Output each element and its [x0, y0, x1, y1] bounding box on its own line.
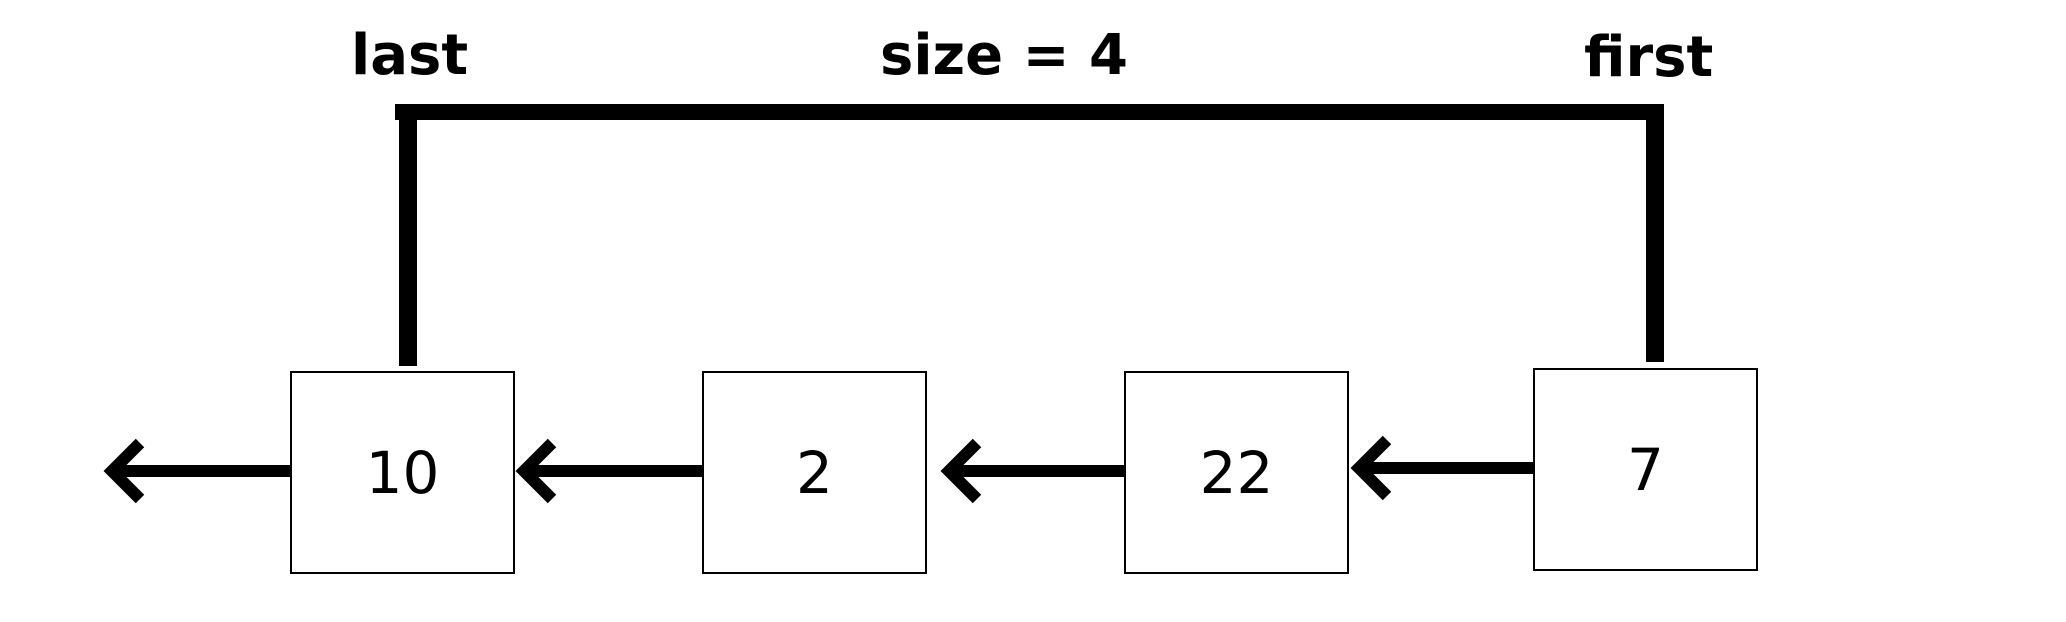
- node-value: 22: [1199, 438, 1274, 507]
- next-arrow-7-to-22: [1350, 435, 1541, 501]
- node-value: 10: [365, 438, 440, 507]
- next-arrow-null: [103, 438, 296, 504]
- node-value: 7: [1627, 435, 1664, 504]
- next-arrow-2-to-10: [515, 438, 706, 504]
- last-pointer-label: last: [351, 23, 469, 88]
- list-node: 2: [702, 371, 927, 574]
- list-node: 7: [1533, 368, 1758, 571]
- node-value: 2: [796, 438, 833, 507]
- next-arrow-22-to-2: [940, 438, 1131, 504]
- first-pointer-label: first: [1584, 25, 1714, 90]
- size-label: size = 4: [880, 23, 1128, 88]
- list-node: 22: [1124, 371, 1349, 574]
- list-node: 10: [290, 371, 515, 574]
